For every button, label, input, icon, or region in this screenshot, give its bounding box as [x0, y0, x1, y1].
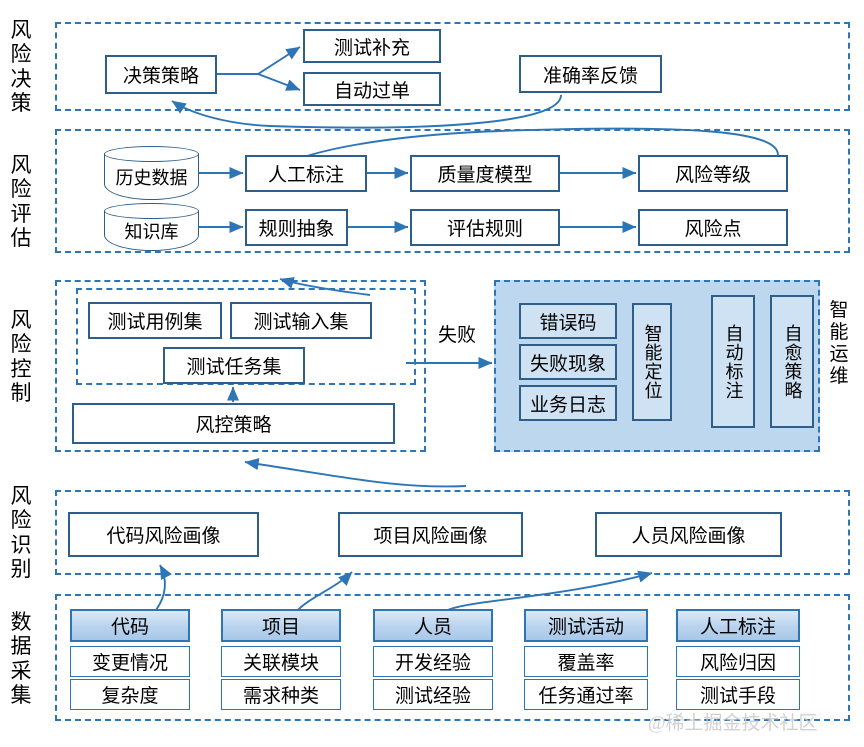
node-decision-strategy[interactable]: 决策策略 — [105, 55, 217, 94]
node-test-supplement[interactable]: 测试补充 — [303, 29, 441, 63]
node-self-heal-strategy[interactable]: 自愈策略 — [770, 295, 814, 428]
cylinder-history-data[interactable]: 历史数据 — [104, 146, 199, 200]
collection-item-3-0[interactable]: 覆盖率 — [524, 646, 648, 677]
cylinder-knowledge-base[interactable]: 知识库 — [104, 203, 199, 251]
node-auto-pass[interactable]: 自动过单 — [303, 72, 441, 106]
collection-item-2-0[interactable]: 开发经验 — [373, 646, 493, 677]
node-manual-labeling[interactable]: 人工标注 — [245, 155, 367, 192]
band-decision — [55, 22, 850, 111]
collection-header-2[interactable]: 人员 — [373, 609, 493, 642]
node-control-strategy[interactable]: 风控策略 — [72, 403, 395, 444]
stage-label-control: 风险控制 — [10, 308, 32, 406]
stage-label-assessment: 风险评估 — [10, 153, 32, 251]
node-test-case-set[interactable]: 测试用例集 — [88, 302, 222, 339]
band-collection — [55, 594, 850, 721]
collection-header-0[interactable]: 代码 — [70, 609, 190, 642]
node-failure-phenomenon[interactable]: 失败现象 — [519, 344, 617, 380]
node-accuracy-feedback[interactable]: 准确率反馈 — [519, 55, 662, 93]
node-assessment-rules[interactable]: 评估规则 — [410, 209, 560, 246]
collection-item-1-0[interactable]: 关联模块 — [221, 646, 341, 677]
node-smart-locate[interactable]: 智能定位 — [632, 303, 672, 421]
side-label-intelligent-ops: 智能运维 — [829, 300, 849, 388]
cylinder-top — [104, 203, 199, 219]
collection-header-4[interactable]: 人工标注 — [676, 609, 800, 642]
node-test-task-set[interactable]: 测试任务集 — [163, 347, 305, 384]
collection-item-3-1[interactable]: 任务通过率 — [524, 679, 648, 710]
band-control — [55, 280, 426, 452]
collection-item-1-1[interactable]: 需求种类 — [221, 679, 341, 710]
collection-item-0-1[interactable]: 复杂度 — [70, 679, 190, 710]
node-rule-abstraction[interactable]: 规则抽象 — [245, 209, 348, 246]
cylinder-top — [104, 146, 199, 162]
node-business-log[interactable]: 业务日志 — [519, 385, 617, 421]
node-error-code[interactable]: 错误码 — [519, 303, 617, 339]
collection-header-3[interactable]: 测试活动 — [524, 609, 648, 642]
node-test-input-set[interactable]: 测试输入集 — [230, 302, 372, 339]
collection-item-2-1[interactable]: 测试经验 — [373, 679, 493, 710]
collection-header-1[interactable]: 项目 — [221, 609, 341, 642]
band-assessment — [55, 129, 850, 253]
collection-item-4-0[interactable]: 风险归因 — [676, 646, 800, 677]
band-test-assets — [76, 288, 416, 385]
node-project-risk-profile[interactable]: 项目风险画像 — [338, 512, 523, 557]
node-risk-points[interactable]: 风险点 — [638, 209, 788, 246]
collection-item-0-0[interactable]: 变更情况 — [70, 646, 190, 677]
collection-item-4-1[interactable]: 测试手段 — [676, 679, 800, 710]
node-risk-level[interactable]: 风险等级 — [638, 155, 788, 192]
node-auto-label[interactable]: 自动标注 — [711, 295, 755, 428]
watermark: @稀土掘金技术社区 — [648, 713, 818, 734]
band-identify — [55, 490, 850, 575]
cylinder-label: 历史数据 — [115, 167, 188, 188]
stage-label-identify: 风险识别 — [10, 484, 32, 582]
stage-label-collection: 数据采集 — [10, 610, 32, 708]
stage-label-decision: 风险决策 — [10, 18, 32, 116]
cylinder-label: 知识库 — [124, 221, 179, 242]
node-code-risk-profile[interactable]: 代码风险画像 — [68, 512, 259, 557]
node-people-risk-profile[interactable]: 人员风险画像 — [595, 512, 782, 557]
edge-label-failure: 失败 — [438, 325, 477, 346]
node-quality-model[interactable]: 质量度模型 — [410, 155, 560, 192]
